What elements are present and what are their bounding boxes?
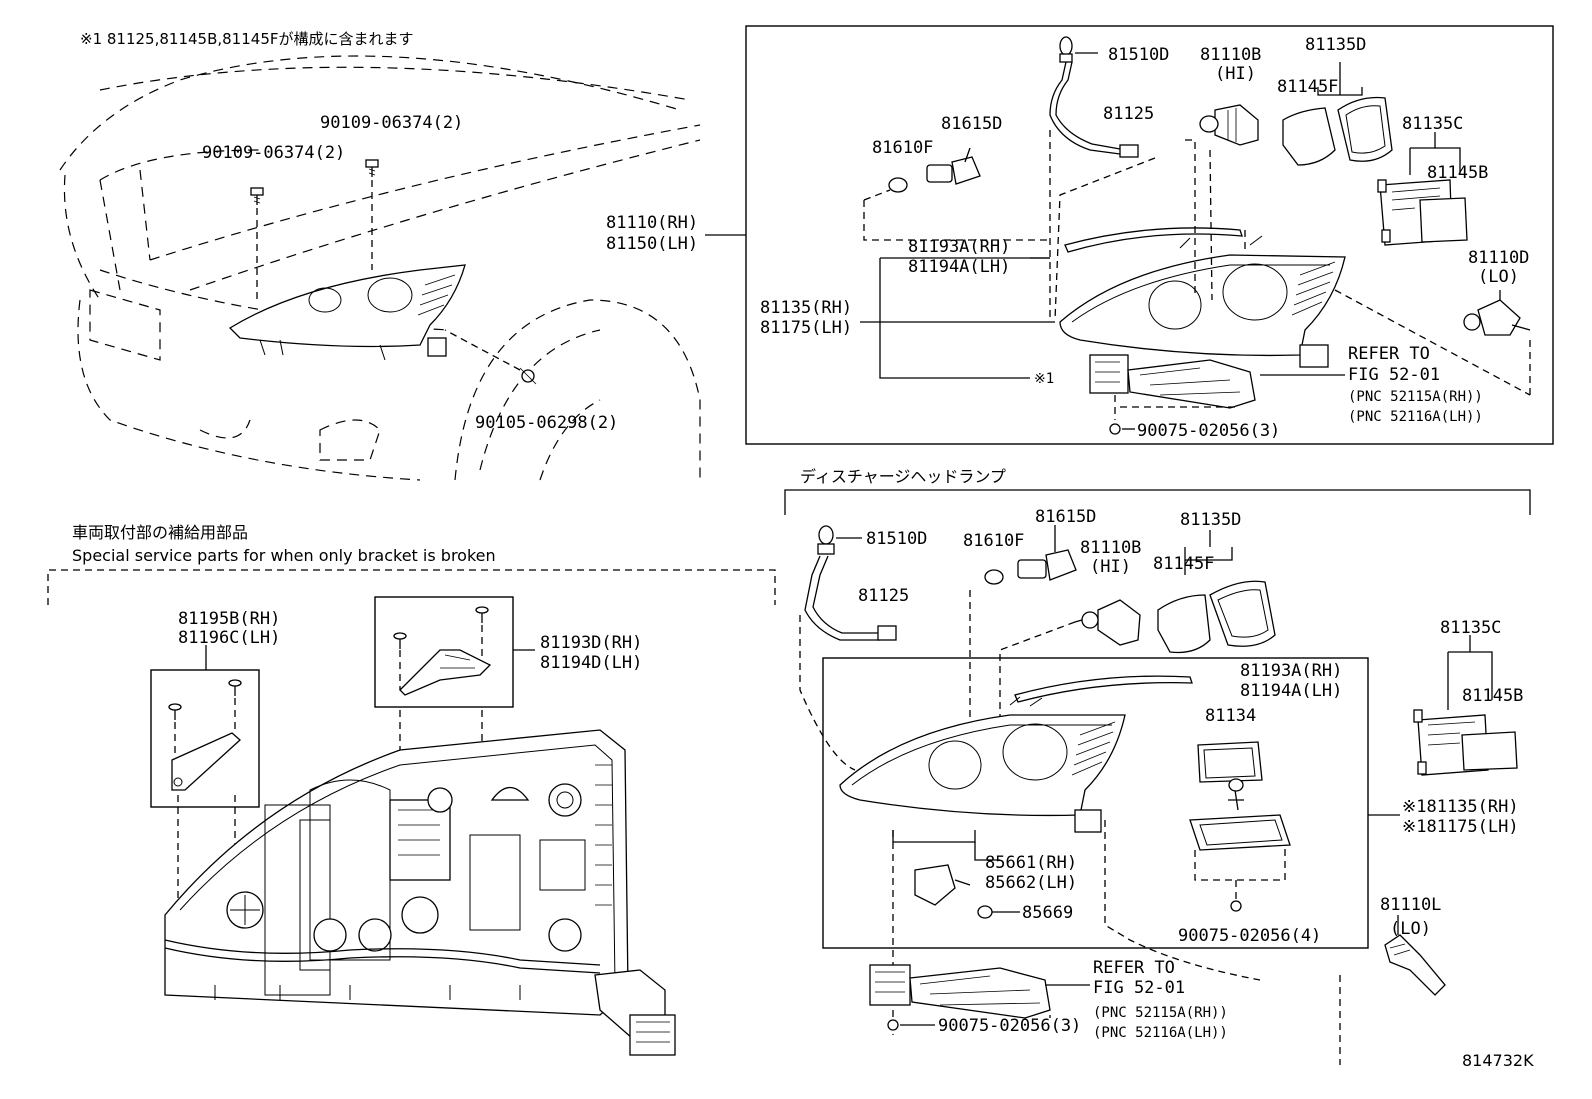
dis-label-screw3: 90075-02056(3) (938, 1016, 1081, 1036)
headlamp-icon (164, 729, 676, 1056)
label-81196c: 81196C(LH) (178, 628, 280, 648)
label-81193a: 81193A(RH) (908, 237, 1010, 257)
dis-label-81615d: 81615D (1035, 507, 1096, 527)
label-81110b-hi: (HI) (1215, 64, 1256, 84)
bracket-81193d-box (374, 596, 514, 708)
label-81175: 81175(LH) (760, 318, 852, 338)
dis-label-81175: ※181175(LH) (1402, 817, 1519, 837)
screw-label: 90075-02056(3) (1137, 421, 1280, 441)
dis-label-85662: 85662(LH) (985, 873, 1077, 893)
label-81110d: 81110D (1468, 248, 1529, 268)
screw-icon (887, 1019, 899, 1031)
discharge-parts (799, 525, 1518, 1065)
marker-label: ※1 (1034, 371, 1054, 387)
bracket-81195b-box (150, 669, 260, 808)
dis-label-screw4: 90075-02056(4) (1178, 926, 1321, 946)
car-front-view (59, 55, 701, 481)
screw-bottom-label: 90105-06298(2) (475, 413, 618, 433)
top-note: ※1 81125,81145B,81145Fが構成に含まれます (80, 30, 414, 48)
dis-label-81110b-hi: (HI) (1090, 557, 1131, 577)
label-81135c: 81135C (1402, 114, 1463, 134)
dis-label-81610f: 81610F (963, 531, 1024, 551)
dis-label-81135d: 81135D (1180, 510, 1241, 530)
dis-label-81135: ※181135(RH) (1402, 797, 1519, 817)
discharge-panel-border (784, 489, 1531, 515)
label-81110d-lo: (LO) (1478, 267, 1519, 287)
halogen-panel (745, 25, 1554, 445)
label-81125: 81125 (1103, 104, 1154, 124)
label-81145b: 81145B (1427, 163, 1488, 183)
bracket-icon (1089, 354, 1256, 409)
label-81193d: 81193D(RH) (540, 633, 642, 653)
label-81110b: 81110B (1200, 45, 1261, 65)
dis-label-81193a: 81193A(RH) (1240, 661, 1342, 681)
dis-label-85661: 85661(RH) (985, 853, 1077, 873)
bracket-icon (869, 964, 1051, 1019)
label-81135d: 81135D (1305, 35, 1366, 55)
dis-label-81134: 81134 (1205, 706, 1256, 726)
ballast-icon (1413, 709, 1518, 776)
headlamp-icon (1059, 235, 1346, 368)
pnc-lh-label: (PNC 52116A(LH)) (1348, 409, 1483, 425)
dis-refer-2: FIG 52-01 (1093, 978, 1185, 998)
socket-icon (914, 864, 971, 906)
bulb-icon (1384, 934, 1446, 996)
headlamp-icon (839, 696, 1126, 833)
label-81615d: 81615D (941, 114, 1002, 134)
discharge-inner-box (822, 657, 1369, 949)
dis-label-81110b: 81110B (1080, 538, 1141, 558)
screw-icon (1230, 900, 1242, 912)
dis-label-81110l-lo: (LO) (1390, 919, 1431, 939)
bracket-title-jp: 車両取付部の補給用部品 (72, 523, 248, 542)
dis-refer-1: REFER TO (1093, 958, 1175, 978)
label-81194d: 81194D(LH) (540, 653, 642, 673)
dis-pnc-rh: (PNC 52115A(RH)) (1093, 1005, 1228, 1021)
bolt-right-label: 90109-06374(2) (320, 113, 463, 133)
label-81145f: 81145F (1277, 77, 1338, 97)
bolt-icon (365, 159, 379, 177)
halogen-parts (860, 36, 1531, 435)
screw-icon (168, 703, 182, 720)
assy-rh-label: 81110(RH) (606, 213, 698, 233)
dis-label-81194a: 81194A(LH) (1240, 681, 1342, 701)
dis-label-81145b: 81145B (1462, 686, 1523, 706)
ballast-icon (1377, 179, 1468, 246)
screw-icon (475, 606, 489, 623)
bulb-icon (1059, 36, 1073, 63)
bracket-parts (164, 606, 676, 1056)
bulb-icon (1199, 104, 1259, 146)
dis-label-81510d: 81510D (866, 529, 927, 549)
screw-icon (228, 679, 242, 696)
socket-icon (926, 156, 981, 185)
dis-label-81145f: 81145F (1153, 554, 1214, 574)
dis-pnc-lh: (PNC 52116A(LH)) (1093, 1025, 1228, 1041)
bracket-title-en: Special service parts for when only brac… (72, 546, 496, 565)
label-81510d: 81510D (1108, 45, 1169, 65)
dis-label-85669: 85669 (1022, 903, 1073, 923)
label-81610f: 81610F (872, 138, 933, 158)
bulb-icon (1463, 299, 1531, 336)
dis-label-81125: 81125 (858, 586, 909, 606)
dis-label-81110l: 81110L (1380, 895, 1441, 915)
refer-label-1: REFER TO (1348, 344, 1430, 364)
bolt-icon (250, 187, 264, 205)
socket-icon (1017, 549, 1077, 581)
refer-label-2: FIG 52-01 (1348, 365, 1440, 385)
bulb-icon (817, 525, 835, 555)
screw-icon (393, 632, 407, 649)
pnc-rh-label: (PNC 52115A(RH)) (1348, 389, 1483, 405)
label-81194a: 81194A(LH) (908, 257, 1010, 277)
screw-icon (1109, 423, 1121, 435)
label-81195b: 81195B(RH) (178, 609, 280, 629)
bolt-left-label: 90109-06374(2) (202, 143, 345, 163)
figure-code: 814732K (1462, 1051, 1534, 1070)
screw-icon (519, 367, 537, 385)
assy-lh-label: 81150(LH) (606, 234, 698, 254)
discharge-title: ディスチャージヘッドランプ (800, 467, 1006, 486)
bulb-icon (1074, 599, 1141, 646)
bracket-panel-border (47, 569, 776, 605)
label-81135: 81135(RH) (760, 298, 852, 318)
dis-label-81135c: 81135C (1440, 618, 1501, 638)
